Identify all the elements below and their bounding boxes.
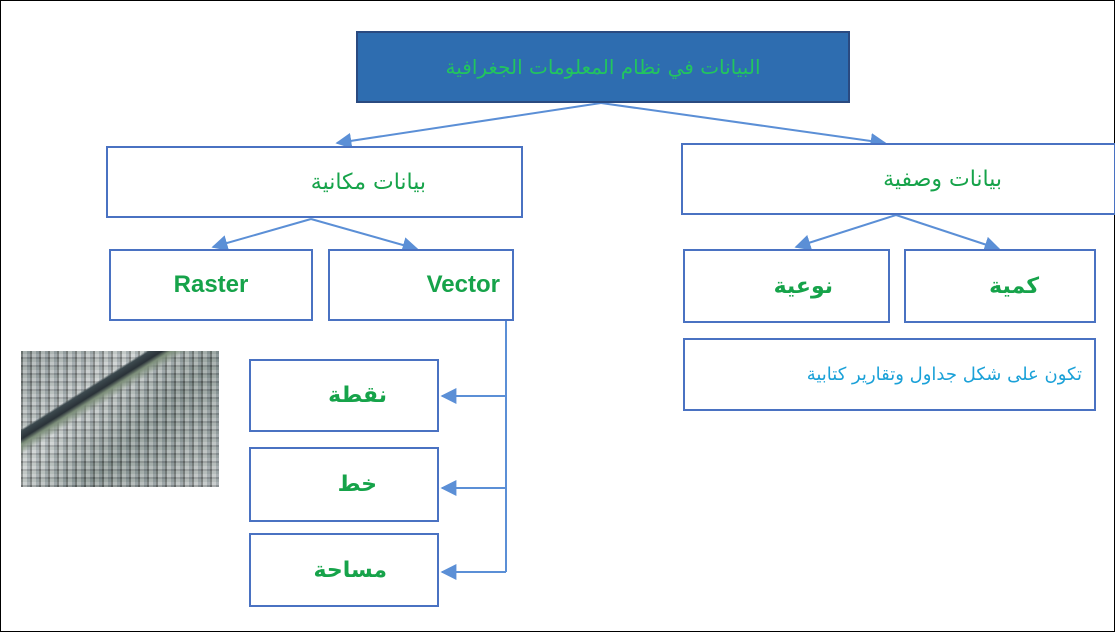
note-box: تكون على شكل جداول وتقارير كتابية xyxy=(683,338,1096,411)
arrow-to-spatial xyxy=(335,102,602,149)
point-label: نقطة xyxy=(328,383,387,408)
line-label: خط xyxy=(337,472,377,497)
raster-box: Raster xyxy=(109,249,313,321)
arrow-to-descriptive xyxy=(600,102,887,149)
polygon-box: مساحة xyxy=(249,533,439,607)
vector-label: Vector xyxy=(426,271,500,298)
arrow-to-vector xyxy=(310,218,419,253)
title-text: البيانات في نظام المعلومات الجغرافية xyxy=(445,55,761,79)
quantitative-box: كمية xyxy=(904,249,1096,323)
descriptive-data-label: بيانات وصفية xyxy=(883,166,1002,192)
arrow-to-qualitative xyxy=(794,214,897,251)
aerial-photo-image xyxy=(21,351,219,487)
arrow-to-raster xyxy=(211,218,312,251)
spatial-data-label: بيانات مكانية xyxy=(310,169,426,195)
arrow-to-quantitative xyxy=(895,214,1001,253)
vector-box: Vector xyxy=(328,249,514,321)
note-text: تكون على شكل جداول وتقارير كتابية xyxy=(806,364,1082,385)
raster-label: Raster xyxy=(173,271,249,298)
polygon-label: مساحة xyxy=(313,557,387,583)
qualitative-box: نوعية xyxy=(683,249,890,323)
quantitative-label: كمية xyxy=(989,273,1039,299)
spatial-data-box: بيانات مكانية xyxy=(106,146,523,218)
point-box: نقطة xyxy=(249,359,439,432)
descriptive-data-box: بيانات وصفية xyxy=(681,143,1115,215)
title-box: البيانات في نظام المعلومات الجغرافية xyxy=(356,31,850,103)
qualitative-label: نوعية xyxy=(773,273,833,299)
line-box: خط xyxy=(249,447,439,522)
